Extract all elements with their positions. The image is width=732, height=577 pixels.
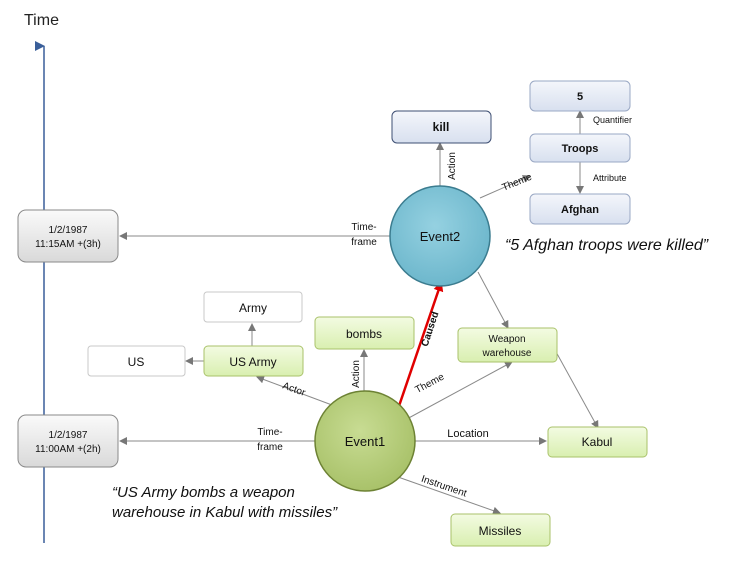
node-time-event2-date: 1/2/1987	[49, 225, 88, 236]
edge-label-instrument: Instrument	[420, 474, 468, 500]
node-weapon-warehouse-line2: warehouse	[482, 348, 532, 359]
node-time-event2-time: 11:15AM +(3h)	[35, 239, 101, 250]
node-missiles-label: Missiles	[479, 524, 522, 538]
node-bombs-label: bombs	[346, 327, 382, 341]
node-kill	[391, 110, 492, 144]
edge-label-theme-top: Theme	[501, 172, 534, 194]
node-us-label: US	[128, 355, 145, 369]
node-time-event1-time: 11:00AM +(2h)	[35, 444, 101, 455]
node-missiles	[450, 513, 551, 547]
edge-label-theme-bottom: Theme	[414, 371, 447, 396]
node-event2	[389, 185, 491, 287]
edge-event1-usarmy	[256, 375, 333, 406]
node-time-event1	[17, 414, 119, 468]
edge-event2-troops	[479, 175, 531, 199]
node-us-army-label: US Army	[229, 355, 276, 369]
node-weapon-warehouse	[457, 327, 558, 363]
edge-label-caused: Caused	[420, 310, 442, 348]
node-bombs	[314, 316, 415, 350]
edge-weapon-kabul	[554, 349, 599, 429]
quote-event1-line2: warehouse in Kabul with missiles”	[112, 504, 338, 521]
quote-event2: “5 Afghan troops were killed”	[505, 237, 709, 254]
edge-label-attribute: Attribute	[593, 173, 627, 183]
edge-label-quantifier: Quantifier	[593, 115, 632, 125]
node-us-army	[203, 345, 304, 377]
node-kabul	[547, 426, 648, 458]
node-us	[87, 345, 186, 377]
edge-label-action-top: Action	[447, 152, 458, 180]
time-axis-label: Time	[24, 12, 59, 29]
node-afghan-label: Afghan	[561, 204, 599, 216]
edge-label-location: Location	[447, 428, 489, 440]
node-army-label: Army	[239, 301, 267, 315]
node-event1	[314, 390, 416, 492]
node-kabul-label: Kabul	[582, 435, 613, 449]
quote-event1-line1: “US Army bombs a weapon	[112, 484, 295, 501]
node-event2-label: Event2	[420, 229, 460, 244]
node-afghan	[529, 193, 631, 225]
edge-label-timeframe-bottom-2: frame	[257, 442, 283, 453]
node-weapon-warehouse-line1: Weapon	[488, 334, 525, 345]
node-quantity-five-label: 5	[577, 91, 583, 103]
edge-label-timeframe-top-2: frame	[351, 237, 377, 248]
node-troops-label: Troops	[562, 143, 599, 155]
edge-label-timeframe-top-1: Time-	[351, 222, 376, 233]
node-army	[203, 291, 303, 323]
edge-label-timeframe-bottom-1: Time-	[257, 427, 282, 438]
edge-label-action-bottom: Action	[351, 360, 362, 388]
node-event1-label: Event1	[345, 434, 385, 449]
node-quantity-five	[529, 80, 631, 112]
edge-event1-weapon	[404, 361, 513, 421]
edge-label-actor: Actor	[281, 380, 307, 399]
node-kill-label: kill	[433, 120, 450, 134]
edge-caused	[397, 281, 444, 407]
node-time-event2	[17, 209, 119, 263]
node-time-event1-date: 1/2/1987	[49, 430, 88, 441]
node-troops	[529, 133, 631, 163]
edge-event1-missiles	[397, 476, 501, 515]
edge-event2-weapon	[477, 271, 509, 329]
